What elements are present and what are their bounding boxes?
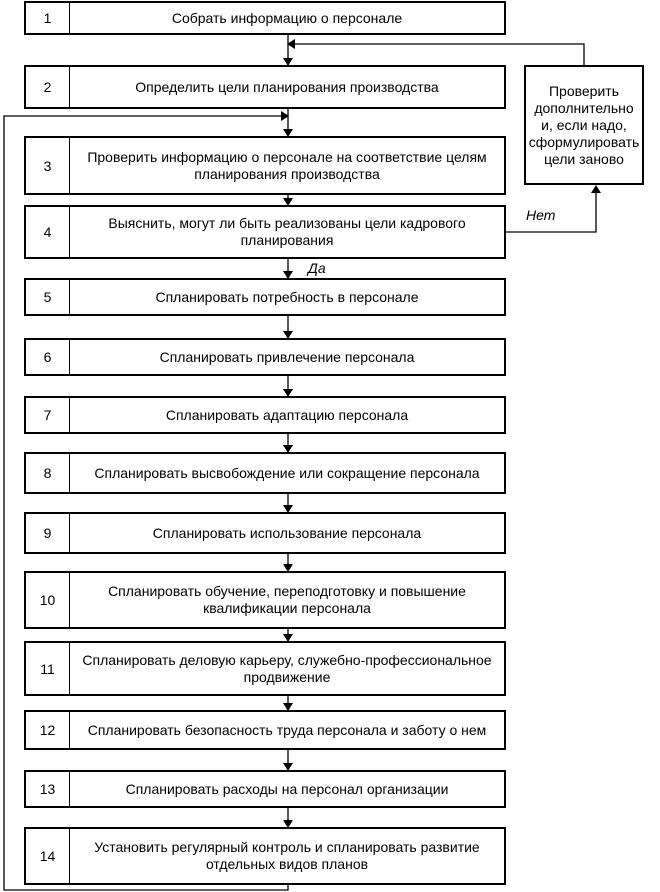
- step-text: Спланировать потребность в персонале: [155, 288, 419, 305]
- step-box-5: 5 Спланировать потребность в персонале: [24, 278, 506, 316]
- step-number: 8: [26, 454, 70, 492]
- step-text: Спланировать обучение, переподготовку и …: [108, 583, 466, 616]
- step-text: Спланировать безопасность труда персонал…: [87, 721, 487, 738]
- step-number: 5: [26, 280, 70, 314]
- step-text: Спланировать деловую карьеру, служебно-п…: [82, 651, 492, 685]
- step-box-9: 9 Спланировать использование персонала: [24, 512, 506, 554]
- step-text: Проверить информацию о персонале на соот…: [87, 148, 487, 182]
- step-box-11: 11 Спланировать деловую карьеру, служебно…: [24, 641, 506, 696]
- step-number: 11: [26, 643, 70, 694]
- step-box-4: 4 Выяснить, могут ли быть реализованы цел…: [24, 205, 506, 259]
- step-number: 3: [26, 138, 70, 193]
- label-no: Нет: [526, 207, 556, 223]
- step-text: Определить цели планирования производств…: [135, 78, 439, 95]
- step-text: Спланировать расходы на персонал организ…: [125, 780, 449, 797]
- recheck-box-text: Проверить дополнительно и, если надо, сф…: [528, 82, 640, 167]
- arrow-recheck-to-step-2: [287, 39, 585, 65]
- step-number: 1: [26, 3, 70, 33]
- step-number: 2: [26, 67, 70, 107]
- step-number: 10: [26, 573, 70, 627]
- step-text: Спланировать привлечение персонала: [159, 348, 415, 365]
- step-number: 9: [26, 514, 70, 552]
- step-number: 6: [26, 340, 70, 374]
- step-box-10: 10 Спланировать обучение, переподготовку …: [24, 571, 506, 629]
- step-box-6: 6 Спланировать привлечение персонала: [24, 338, 506, 376]
- recheck-box: Проверить дополнительно и, если надо, сф…: [524, 65, 644, 185]
- step-box-12: 12 Спланировать безопасность труда персон…: [24, 710, 506, 750]
- arrow-loop-to-step-3: [3, 111, 289, 891]
- step-number: 14: [26, 829, 70, 883]
- arrow-no-to-recheck: [506, 185, 601, 233]
- step-box-1: 1 Собрать информацию о персонале: [24, 1, 506, 35]
- step-text: Спланировать адаптацию персонала: [165, 406, 409, 423]
- step-number: 4: [26, 207, 70, 257]
- step-box-3: 3 Проверить информацию о персонале на соо…: [24, 136, 506, 195]
- step-box-8: 8 Спланировать высвобождение или сокращен…: [24, 452, 506, 494]
- step-number: 13: [26, 772, 70, 806]
- label-yes: Да: [308, 260, 326, 276]
- step-text: Собрать информацию о персонале: [171, 9, 403, 26]
- step-box-7: 7 Спланировать адаптацию персонала: [24, 396, 506, 434]
- step-box-14: 14 Установить регулярный контроль и сплан…: [24, 827, 506, 885]
- step-text: Спланировать высвобождение или сокращени…: [94, 464, 480, 481]
- step-box-13: 13 Спланировать расходы на персонал орган…: [24, 770, 506, 808]
- step-number: 7: [26, 398, 70, 432]
- step-text: Выяснить, могут ли быть реализованы цели…: [108, 215, 466, 248]
- step-box-2: 2 Определить цели планирования производст…: [24, 65, 506, 109]
- step-number: 12: [26, 712, 70, 748]
- step-text: Установить регулярный контроль и спланир…: [94, 839, 480, 872]
- step-text: Спланировать использование персонала: [152, 524, 422, 541]
